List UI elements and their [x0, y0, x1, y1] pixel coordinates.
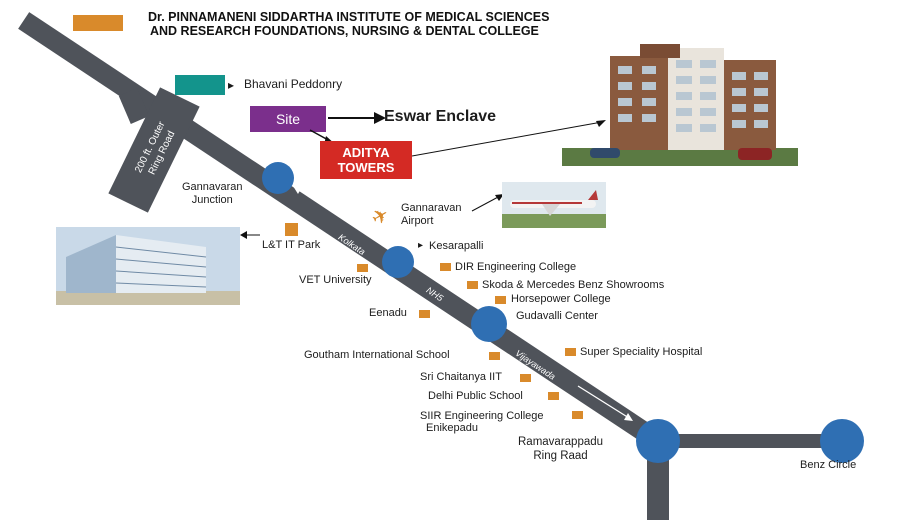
apartment-photo	[562, 44, 798, 166]
bhavani-arrow: ▸	[228, 78, 235, 92]
kesarapalli-junction-marker	[382, 246, 414, 278]
gudavalli-junction-marker	[471, 306, 507, 342]
superspeciality-label: Super Speciality Hospital	[580, 346, 703, 358]
lait-label: L&T IT Park	[262, 239, 321, 251]
dir-marker	[440, 263, 451, 271]
dps-label: Delhi Public School	[428, 390, 523, 402]
airport-photo	[502, 182, 606, 228]
header-title: Dr. PINNAMANENI SIDDARTHA INSTITUTE OF M…	[148, 10, 549, 38]
dps-marker	[548, 392, 559, 400]
aditya-photo-leader	[412, 120, 606, 157]
arrow-head-upper	[293, 186, 302, 194]
aditya-line-1: ADITYA	[342, 145, 390, 160]
ramavarappadu-line-2: Ring Raad	[533, 450, 588, 462]
chaitanya-marker	[520, 374, 531, 382]
horsepower-marker	[495, 296, 506, 304]
aditya-line-2: TOWERS	[337, 160, 395, 175]
horsepower-label: Horsepower College	[511, 293, 611, 305]
eenadu-label: Eenadu	[369, 307, 407, 319]
superspeciality-marker	[565, 348, 576, 356]
it-park-photo	[56, 227, 240, 305]
eswar-enclave-label: Eswar Enclave	[384, 108, 497, 125]
site-tag: Site	[250, 106, 326, 132]
airport-line-1: Gannaravan	[401, 202, 462, 214]
outer-ring-road-top	[118, 88, 150, 124]
lait-marker	[285, 223, 298, 236]
dir-label: DIR Engineering College	[455, 261, 577, 273]
lait-arrow	[240, 231, 260, 239]
gannavaram-line-1: Gannavaran	[182, 181, 243, 193]
aditya-towers-tag: ADITYA TOWERS	[320, 141, 412, 179]
header-line-1: Dr. PINNAMANENI SIDDARTHA INSTITUTE OF M…	[148, 10, 550, 24]
chaitanya-label: Sri Chaitanya IIT	[420, 371, 502, 383]
gannavaram-junction-marker	[262, 162, 294, 194]
enikepadu-line: Enikepadu	[426, 422, 478, 434]
arrow-line-upper	[296, 188, 354, 223]
vet-marker	[357, 264, 368, 272]
benz-circle-label: Benz Circle	[800, 459, 857, 471]
arrow-line-lower	[577, 385, 630, 419]
arrow-head-lower	[624, 413, 633, 421]
gannavaram-line-2: Junction	[191, 194, 233, 206]
kesarapalli-label: Kesarapalli	[429, 240, 484, 252]
site-tag-label: Site	[275, 111, 301, 127]
kesarapalli-arrow: ▸	[418, 240, 424, 251]
vet-label: VET University	[299, 274, 372, 286]
bhavani-label: Bhavani Peddonry	[244, 77, 343, 91]
airport-photo-leader	[471, 194, 504, 212]
eenadu-marker	[419, 310, 430, 318]
airport-line-2: Airport	[401, 215, 434, 227]
ramavarappadu-junction-marker	[636, 419, 680, 463]
goutham-marker	[489, 352, 500, 360]
header-marker	[73, 15, 123, 31]
siir-marker	[572, 411, 583, 419]
showrooms-marker	[467, 281, 478, 289]
benz-circle-marker	[820, 419, 864, 463]
showrooms-label: Skoda & Mercedes Benz Showrooms	[482, 279, 665, 291]
header-line-2: AND RESEARCH FOUNDATIONS, NURSING & DENT…	[150, 24, 539, 38]
siir-label: SIIR Engineering College Enikepadu	[420, 410, 544, 434]
gudavalli-label: Gudavalli Center	[516, 310, 598, 322]
airport-label: Gannaravan Airport	[401, 202, 462, 228]
ramavarappadu-label: Ramavarappadu Ring Raad	[518, 435, 603, 463]
goutham-label: Goutham International School	[304, 349, 450, 361]
siir-line: SIIR Engineering College	[420, 410, 544, 422]
bhavani-marker	[175, 75, 225, 95]
gannavaram-label: Gannavaran Junction	[182, 181, 243, 207]
ramavarappadu-line-1: Ramavarappadu	[518, 436, 604, 448]
site-arrow	[328, 112, 386, 124]
